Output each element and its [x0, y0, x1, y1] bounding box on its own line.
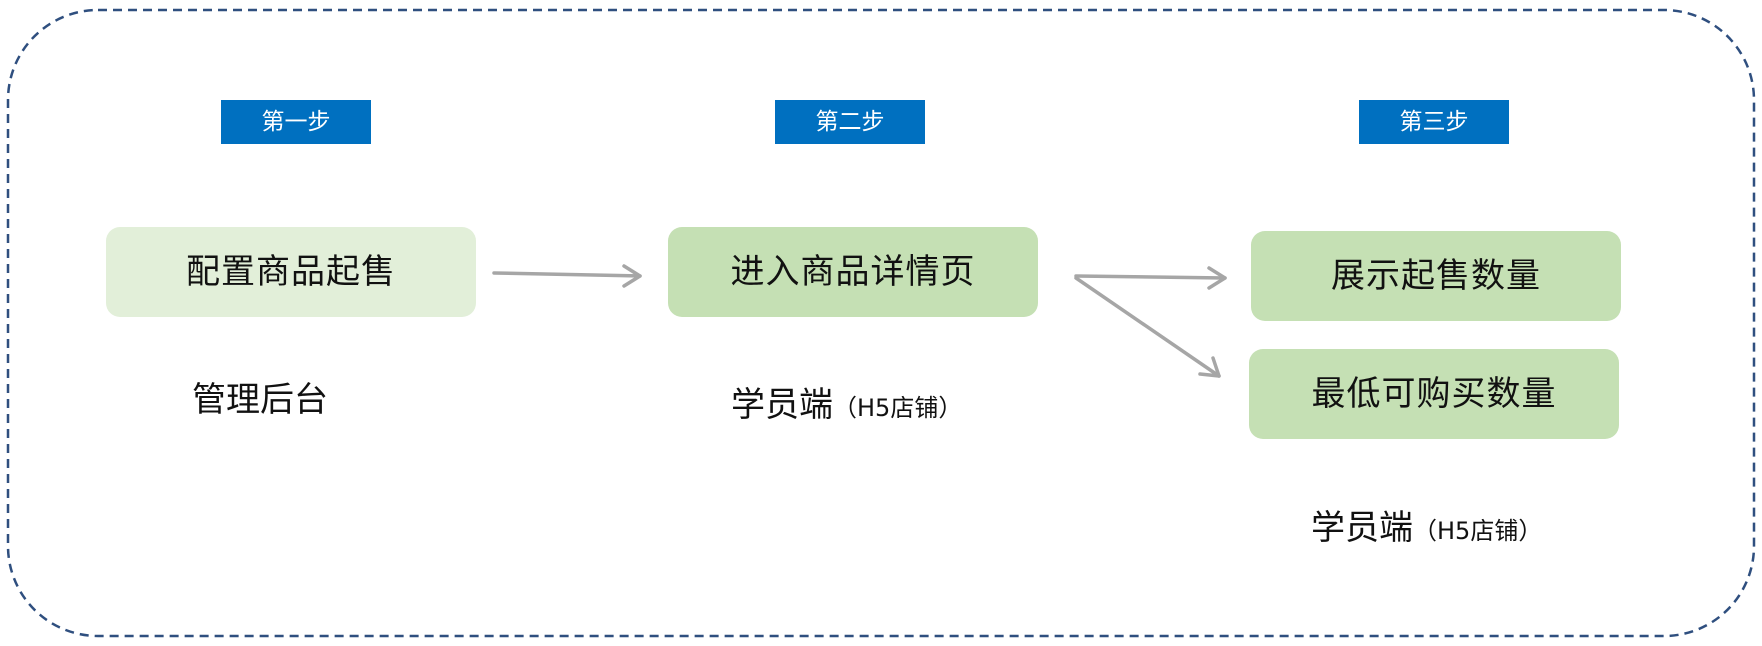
student-caption-step3-suffix: （H5店铺） [1413, 517, 1543, 545]
student-caption-step3-main: 学员端 [1311, 508, 1413, 548]
student-caption-step3: 学员端（H5店铺） [1311, 508, 1542, 551]
step-3-tag: 第三步 [1359, 100, 1509, 144]
step-2-tag: 第二步 [775, 100, 925, 144]
step-1-tag: 第一步 [221, 100, 371, 144]
detail-page-box: 进入商品详情页 [668, 227, 1038, 317]
min-quantity-box: 最低可购买数量 [1249, 349, 1619, 439]
admin-caption-main: 管理后台 [192, 380, 328, 420]
configure-box: 配置商品起售 [106, 227, 476, 317]
student-caption-step2: 学员端（H5店铺） [731, 385, 962, 428]
student-caption-step2-suffix: （H5店铺） [833, 394, 963, 422]
admin-caption: 管理后台 [192, 380, 328, 420]
student-caption-step2-main: 学员端 [731, 385, 833, 425]
show-quantity-box: 展示起售数量 [1251, 231, 1621, 321]
